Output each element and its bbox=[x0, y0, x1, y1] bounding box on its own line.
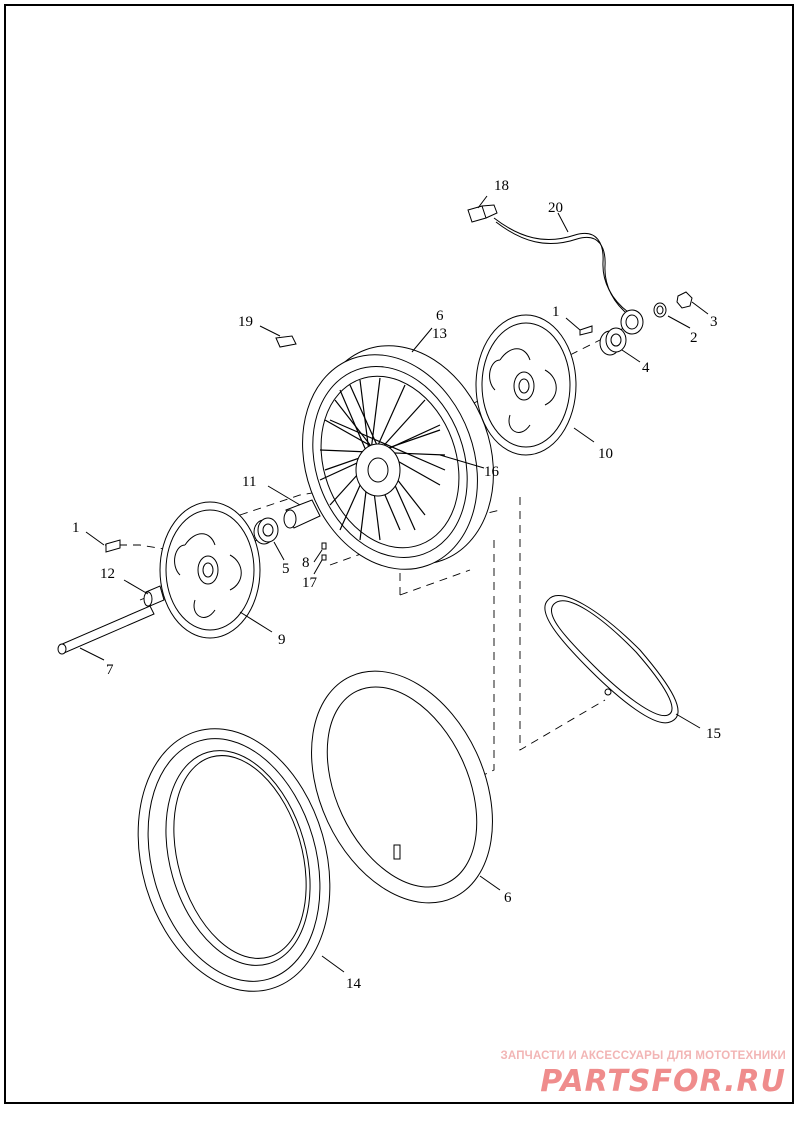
callout-6: 6 bbox=[504, 890, 512, 906]
callout-19: 18 bbox=[494, 178, 509, 194]
callout-7: 6 bbox=[436, 308, 444, 324]
screw-1-upper bbox=[565, 317, 593, 336]
callout-16: 15 bbox=[706, 726, 721, 742]
callout-18: 17 bbox=[302, 575, 318, 591]
bearing-4 bbox=[599, 327, 641, 363]
callout-15: 14 bbox=[346, 976, 362, 992]
callout-14: 13 bbox=[432, 326, 447, 342]
nut-3 bbox=[676, 291, 709, 315]
brake-disc-10 bbox=[159, 501, 273, 639]
screw-1-lower bbox=[85, 531, 121, 553]
callout-21: 20 bbox=[548, 200, 563, 216]
wheel-speed-sensor-19 bbox=[467, 195, 498, 223]
spacer-2 bbox=[620, 302, 691, 335]
callout-10: 9 bbox=[278, 632, 286, 648]
callout-1-upper: 1 bbox=[552, 304, 560, 320]
tire-15 bbox=[137, 728, 345, 992]
diagram-frame bbox=[4, 4, 794, 1104]
callout-9: 7 bbox=[106, 662, 114, 678]
callout-8: 8 bbox=[302, 555, 310, 571]
callout-1-lower: 1 bbox=[72, 520, 80, 536]
axle-9 bbox=[57, 605, 155, 661]
rim-strip-16 bbox=[544, 595, 701, 729]
sensor-cable-21 bbox=[493, 212, 631, 317]
callout-3: 3 bbox=[710, 314, 718, 330]
callout-4: 4 bbox=[642, 360, 650, 376]
watermark-brand: PARTSFOR.RU bbox=[540, 1064, 786, 1099]
callout-2: 2 bbox=[690, 330, 698, 346]
key-part-20 bbox=[259, 325, 297, 348]
callout-13: 12 bbox=[100, 566, 115, 582]
callout-12: 11 bbox=[242, 474, 256, 490]
spacer-13 bbox=[123, 579, 165, 607]
callout-labels: 18 20 19 6 13 1 3 2 4 10 16 11 1 5 8 17 … bbox=[72, 178, 721, 992]
callout-20: 19 bbox=[238, 314, 253, 330]
bearing-5 bbox=[253, 517, 285, 561]
watermark: ЗАПЧАСТИ И АКСЕССУАРЫ ДЛЯ МОТОТЕХНИКИ PA… bbox=[486, 1050, 786, 1100]
brake-disc-11 bbox=[475, 314, 595, 456]
spacer-tube-12 bbox=[267, 485, 321, 529]
callout-5: 5 bbox=[282, 561, 290, 577]
watermark-tagline: ЗАПЧАСТИ И АКСЕССУАРЫ ДЛЯ МОТОТЕХНИКИ bbox=[500, 1050, 786, 1062]
callout-11: 10 bbox=[598, 446, 613, 462]
callout-17: 16 bbox=[484, 464, 500, 480]
spoked-wheel-7-14 bbox=[302, 327, 494, 570]
inner-tube-6 bbox=[311, 670, 501, 904]
valve-parts-8-18 bbox=[313, 542, 327, 575]
